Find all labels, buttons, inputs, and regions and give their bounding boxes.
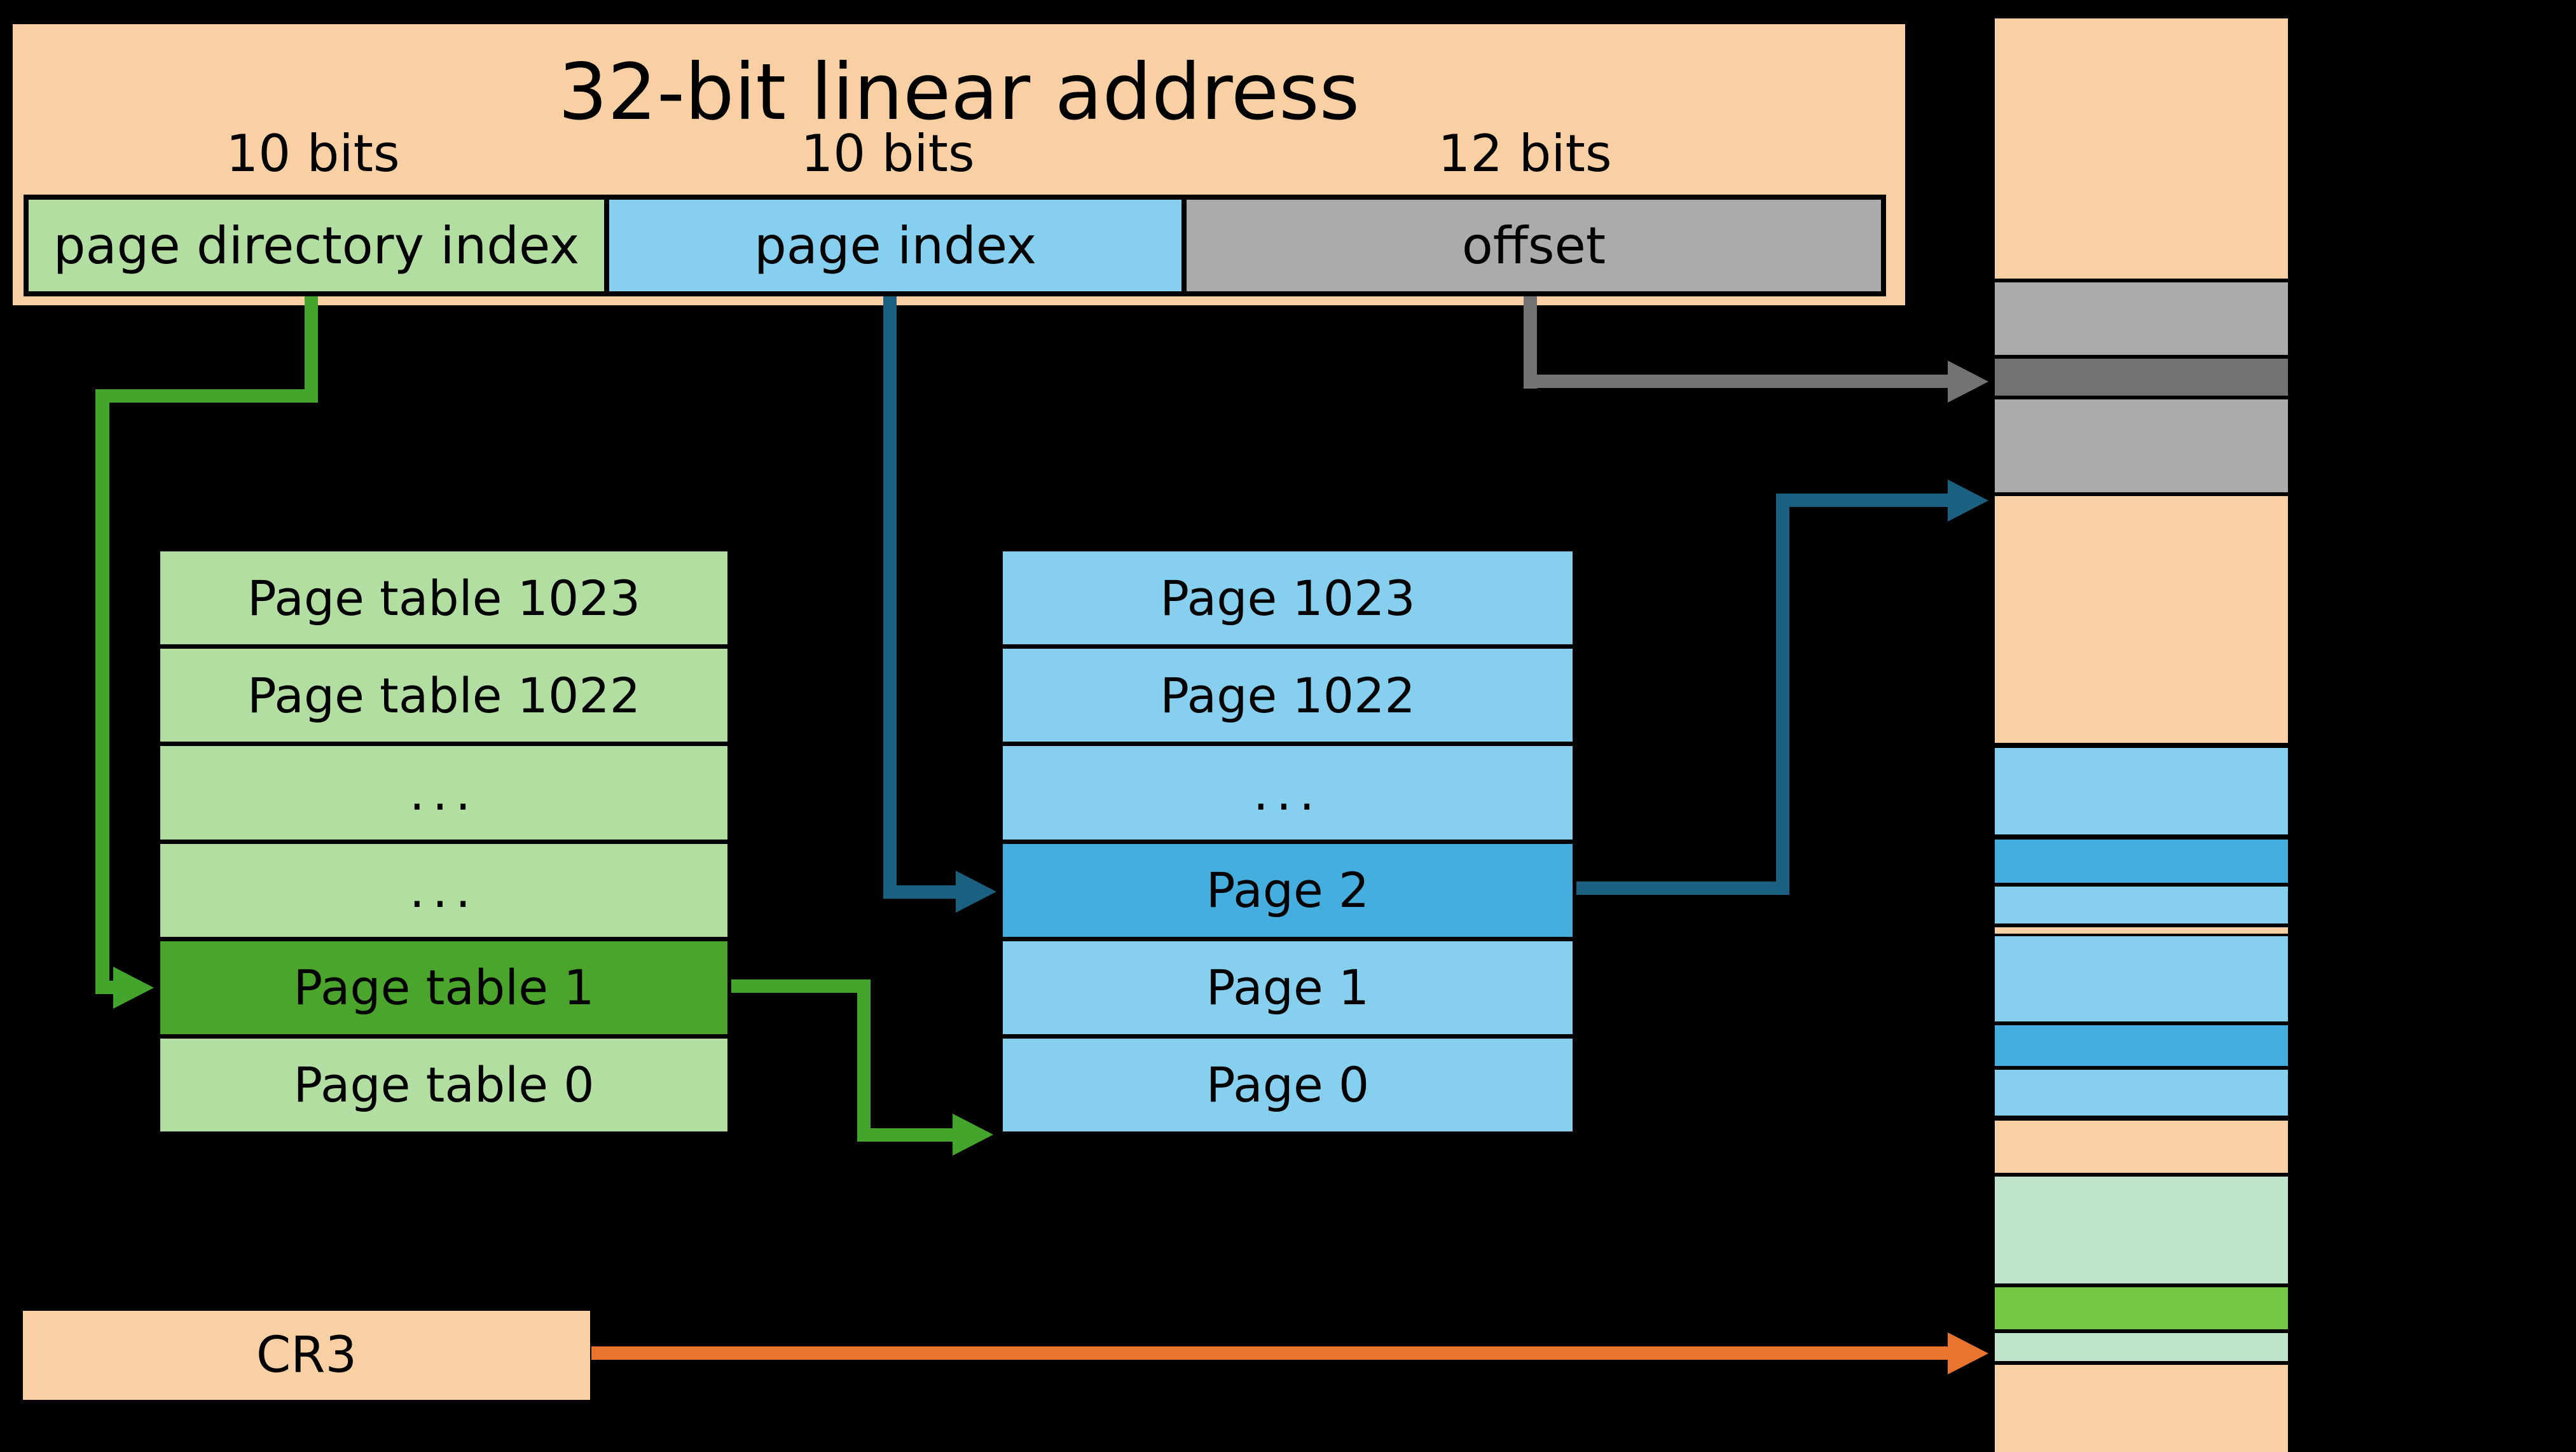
memory-segment [1995,1177,2288,1283]
cr3-label: CR3 [256,1327,357,1384]
memory-segment [1995,18,2288,279]
bits-label-page: 10 bits [801,124,975,183]
bits-label-directory: 10 bits [226,124,400,183]
page-table-row-selected: Page 2 [1003,843,1573,937]
field-offset: offset [1181,195,1886,296]
field-page-index: page index [604,195,1187,296]
arrowhead [956,871,996,913]
arrowhead [1948,361,1988,403]
page-directory-row: ... [160,843,727,937]
page-table-row: Page 1 [1003,941,1573,1034]
memory-segment [1995,748,2288,834]
memory-segment [1995,887,2288,923]
page-directory-row: Page table 1022 [160,649,727,742]
linear-address-title: 32-bit linear address [558,47,1360,137]
memory-segment [1995,1025,2288,1066]
page-table-row: Page 0 [1003,1038,1573,1132]
memory-segment [1995,936,2288,1021]
page-directory-row: Page table 1023 [160,551,727,645]
memory-segment [1995,496,2288,743]
cr3-register-box: CR3 [18,1306,595,1405]
memory-segment [1995,1070,2288,1116]
memory-segment [1995,1365,2288,1452]
memory-segment-offset-target [1995,359,2288,396]
physical-memory-column [1990,14,2292,1452]
bits-label-offset: 12 bits [1438,124,1612,183]
memory-segment [1995,399,2288,492]
page-table: Page 1023 Page 1022 ... Page 2 Page 1 Pa… [998,547,1577,1136]
memory-segment [1995,282,2288,355]
arrowhead [113,967,154,1009]
arrowhead [1948,480,1988,522]
memory-segment [1995,1333,2288,1361]
page-table-row: ... [1003,746,1573,840]
memory-segment [1995,1121,2288,1173]
memory-segment [1995,927,2288,934]
page-table-row: Page 1022 [1003,649,1573,742]
field-page-directory-index: page directory index [24,195,609,296]
page-directory-row: Page table 0 [160,1038,727,1132]
arrowhead [953,1114,993,1156]
arrowhead [1948,1332,1988,1374]
page-directory-table: Page table 1023 Page table 1022 ... ... … [156,547,732,1136]
page-directory-row: ... [160,746,727,840]
page-directory-row-selected: Page table 1 [160,941,727,1034]
memory-segment [1995,1287,2288,1329]
page-table-row: Page 1023 [1003,551,1573,645]
memory-segment [1995,840,2288,883]
